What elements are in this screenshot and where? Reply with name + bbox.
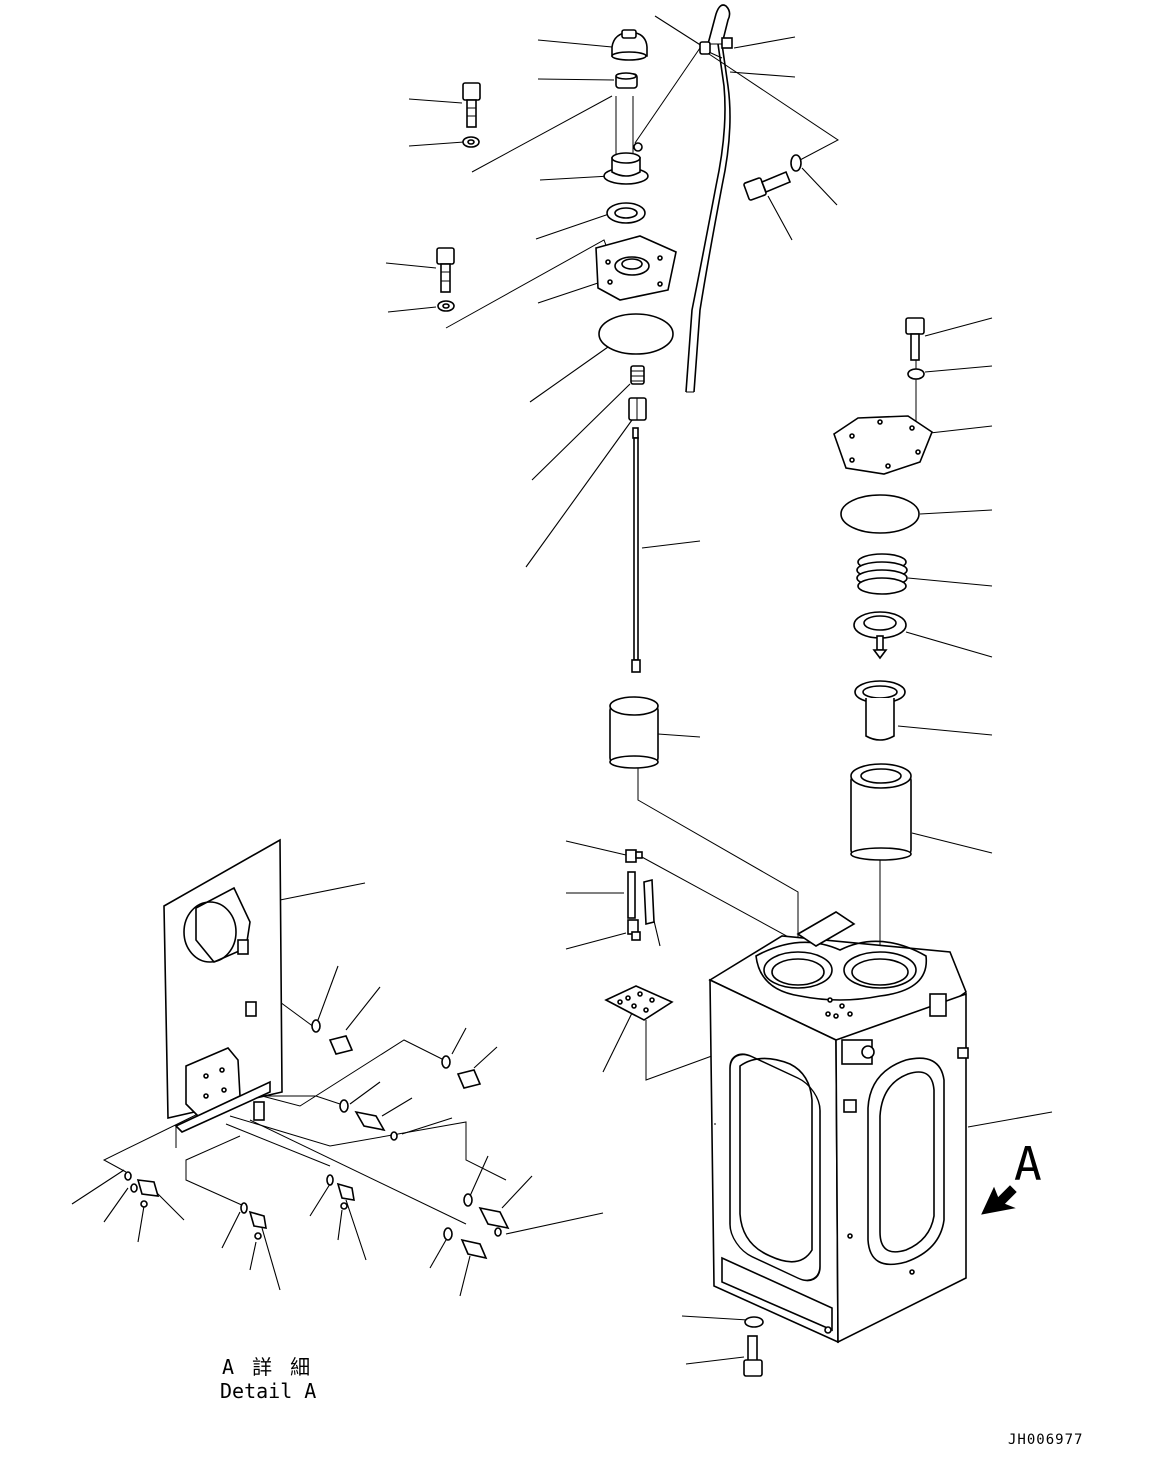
cover-gasket: [598, 313, 674, 355]
elbow-fitting-top: [625, 849, 643, 863]
filler-neck: [603, 142, 649, 185]
nut-hex: [628, 397, 647, 421]
cap-gasket: [615, 72, 638, 89]
sight-rod: [627, 871, 655, 926]
valve-plate: [853, 611, 907, 660]
strainer-cup: [854, 680, 906, 741]
washer-bottom: [744, 1316, 764, 1328]
washer-right: [907, 368, 925, 380]
strainer-rod: [631, 427, 641, 673]
view-letter: A: [1014, 1137, 1042, 1191]
bolt-mid-left: [436, 247, 455, 293]
view-arrow-a: [981, 1185, 1017, 1215]
leader-lines: [71, 15, 1053, 1365]
spring: [630, 365, 645, 385]
detail-caption-en: Detail A: [220, 1379, 316, 1403]
bolt-horizontal: [743, 170, 792, 201]
return-filter-element: [609, 696, 659, 769]
detail-caption-jp: A 詳 細: [222, 1355, 313, 1379]
perforated-plate: [604, 985, 674, 1021]
pipe-clamp-right: [721, 37, 733, 49]
washer-mid-left: [437, 300, 455, 312]
top-cover-plate: [595, 235, 677, 301]
strainer-cover: [833, 415, 933, 475]
bolt-right: [905, 317, 925, 361]
flange-gasket: [606, 202, 646, 224]
washer-horizontal: [790, 154, 802, 172]
bolt-bottom: [743, 1335, 763, 1377]
elbow-fitting-bottom: [627, 919, 641, 941]
detail-a-plate: [163, 838, 283, 1148]
pipe-clip: [699, 41, 711, 55]
filler-cap: [611, 29, 648, 61]
breather-pipe: [685, 4, 731, 393]
bolt-top-left: [462, 82, 481, 128]
detail-a-fittings: [124, 1019, 510, 1260]
hydraulic-tank: [708, 911, 969, 1344]
suction-strainer: [850, 763, 912, 861]
strainer-spring: [856, 553, 908, 595]
drawing-id: JH006977: [1008, 1432, 1083, 1448]
strainer-gasket: [840, 494, 920, 534]
washer-top-left: [462, 136, 480, 148]
